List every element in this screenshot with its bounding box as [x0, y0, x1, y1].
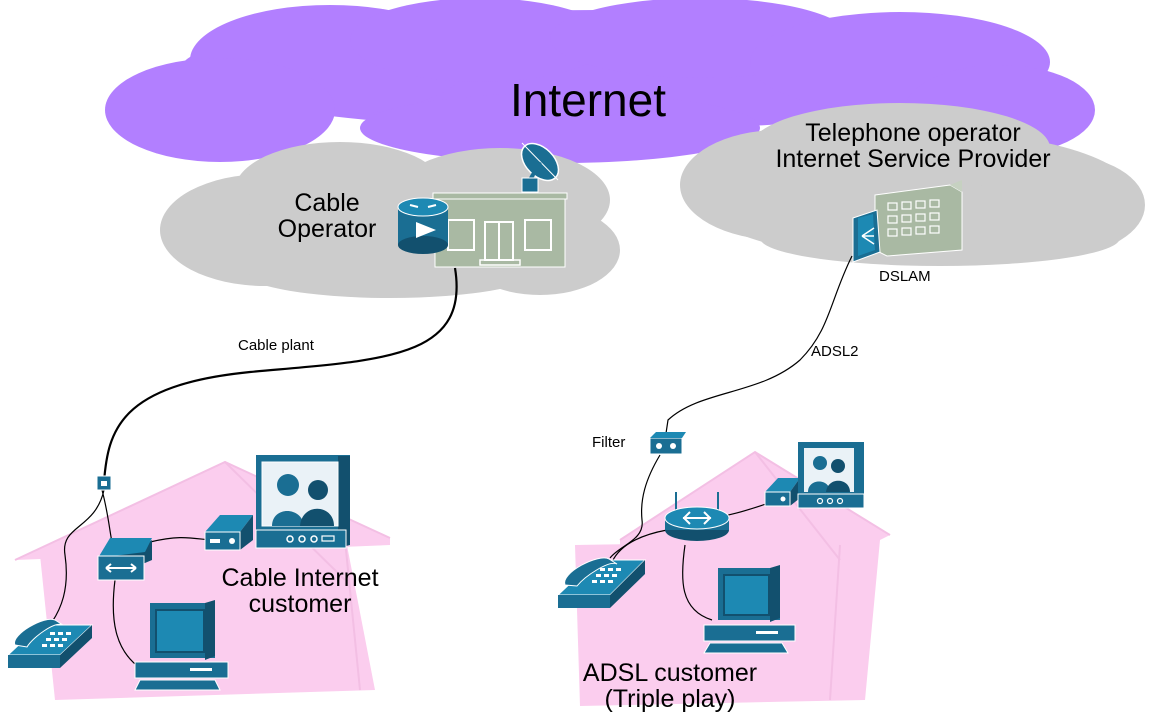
filter-icon: [649, 432, 686, 455]
adsl-customer-line2: (Triple play): [604, 685, 736, 714]
cable-operator-building: [432, 192, 568, 268]
telephone-operator-line2: Internet Service Provider: [775, 145, 1051, 174]
cable-splitter-icon: [96, 475, 112, 491]
cable-customer-line1: Cable Internet: [221, 564, 379, 592]
cable-operator-label: Cable Operator: [262, 190, 392, 243]
satellite-dish-icon: [520, 142, 560, 193]
adsl-customer-label: ADSL customer (Triple play): [570, 660, 770, 713]
cable-plant-label: Cable plant: [238, 337, 314, 354]
telephone-operator-line1: Telephone operator: [805, 119, 1021, 147]
cable-modem-icon: [97, 538, 152, 581]
dslam-label: DSLAM: [879, 268, 931, 285]
cable-operator-line2: Operator: [277, 215, 377, 244]
adsl-customer-line1: ADSL customer: [582, 659, 758, 687]
adsl-tv-icon: [797, 442, 865, 509]
adsl-computer-icon: [703, 565, 796, 654]
cable-customer-label: Cable Internet customer: [210, 565, 390, 618]
cable-customer-line2: customer: [248, 590, 352, 619]
cable-computer-icon: [134, 600, 229, 691]
cable-router-icon: [397, 197, 449, 254]
dslam-building: [852, 180, 963, 263]
cable-operator-line1: Cable: [294, 189, 360, 217]
cable-tv-icon: [255, 455, 350, 549]
cable-phone-icon: [6, 618, 94, 668]
adsl2-label: ADSL2: [811, 343, 859, 360]
cable-plant-line: [102, 267, 458, 483]
adsl-phone-icon: [556, 557, 647, 608]
cable-settop-box-icon: [204, 515, 253, 551]
telephone-operator-label: Telephone operator Internet Service Prov…: [752, 120, 1074, 173]
internet-title: Internet: [510, 74, 666, 126]
adsl2-line: [664, 255, 853, 441]
filter-label: Filter: [592, 434, 626, 451]
adsl-router-icon: [664, 492, 730, 541]
